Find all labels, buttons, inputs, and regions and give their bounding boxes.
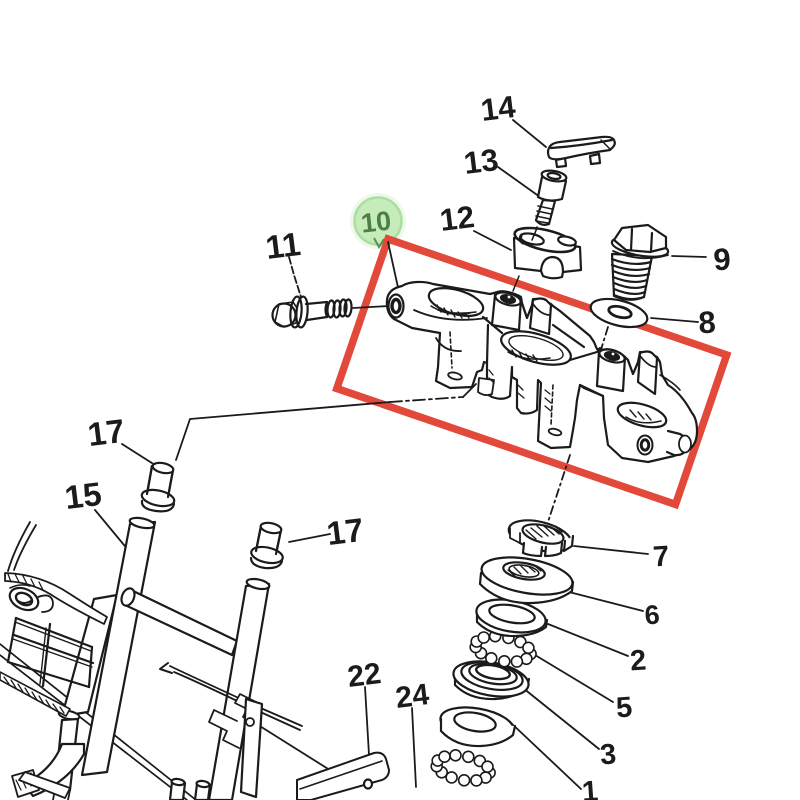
svg-text:13: 13 [462, 142, 500, 181]
svg-text:17: 17 [325, 511, 366, 552]
svg-text:7: 7 [652, 540, 670, 573]
svg-text:14: 14 [479, 89, 518, 128]
svg-text:3: 3 [599, 738, 617, 771]
svg-text:8: 8 [697, 305, 716, 341]
svg-text:5: 5 [615, 691, 633, 724]
svg-text:10: 10 [360, 206, 393, 239]
svg-text:17: 17 [86, 412, 127, 453]
svg-text:11: 11 [263, 225, 302, 266]
svg-text:2: 2 [629, 644, 647, 677]
svg-text:9: 9 [712, 242, 731, 278]
svg-text:12: 12 [438, 199, 476, 238]
svg-text:15: 15 [63, 475, 104, 516]
svg-text:6: 6 [644, 600, 661, 631]
svg-text:1: 1 [581, 775, 599, 800]
